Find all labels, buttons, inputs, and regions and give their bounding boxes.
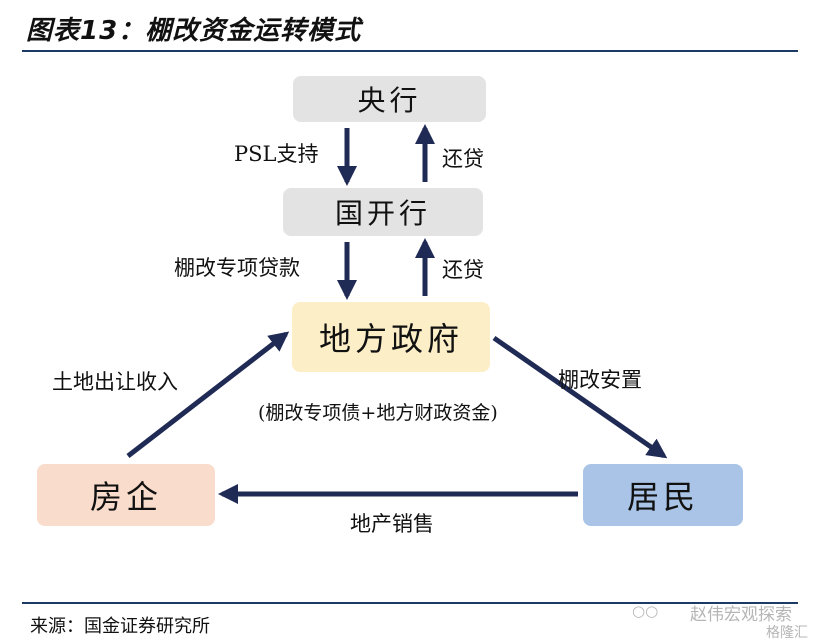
arrow-resettlement [492, 335, 668, 459]
label-psl-support: PSL支持 [234, 142, 319, 166]
node-cdb: 国开行 [283, 188, 483, 236]
label-shantytown-loan: 棚改专项贷款 [174, 256, 300, 280]
label-repay-cdb: 还贷 [442, 258, 484, 282]
label-property-sales: 地产销售 [350, 512, 434, 536]
figure-title: 图表13：棚改资金运转模式 [26, 16, 362, 46]
watermark-site: 格隆汇 [766, 625, 808, 641]
node-residents: 居民 [583, 464, 743, 526]
label-land-transfer: 土地出让收入 [52, 370, 178, 394]
arrow-land-transfer [126, 331, 290, 458]
bottom-rule [22, 602, 798, 604]
label-resettlement: 棚改安置 [558, 368, 642, 392]
wechat-icon: ○○ [632, 602, 659, 620]
watermark: ○○ 赵伟宏观探索 格隆汇 [632, 600, 812, 641]
top-rule [22, 50, 798, 52]
node-central-bank: 央行 [293, 76, 486, 122]
source-note: 来源：国金证券研究所 [30, 616, 210, 637]
node-local-gov: 地方政府 [292, 302, 490, 372]
label-funding-note: (棚改专项债+地方财政资金) [258, 402, 498, 424]
label-repay-central: 还贷 [442, 147, 484, 171]
watermark-account: 赵伟宏观探索 [690, 605, 792, 625]
node-developer: 房企 [37, 464, 215, 526]
